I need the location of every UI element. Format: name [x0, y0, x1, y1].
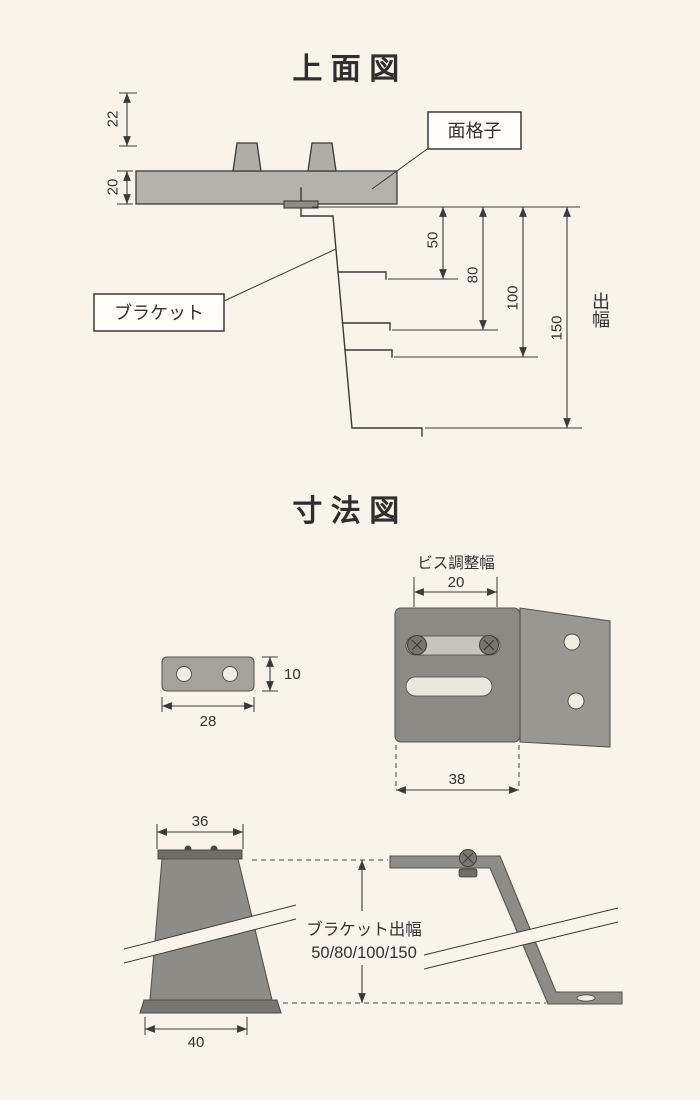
- dim-10: 10: [262, 656, 301, 692]
- bracket-projection-dim: ブラケット出幅 50/80/100/150: [252, 859, 546, 1004]
- grille-label-box: 面格子: [371, 111, 522, 190]
- screw-icon: [479, 635, 499, 655]
- bracket-outline: [300, 215, 423, 437]
- grille-section: [135, 142, 398, 205]
- plate-hole: [222, 666, 238, 682]
- bracket-leader-line: [223, 248, 337, 302]
- dim-20-value: 20: [448, 574, 465, 591]
- dim-22-value: 22: [105, 111, 122, 128]
- mount-hole: [563, 633, 581, 651]
- grille-post: [232, 142, 262, 172]
- dim-22: 22: [105, 92, 137, 147]
- bracket-projection-values: 50/80/100/150: [311, 944, 417, 962]
- screw-adjust-label: ビス調整幅: [417, 554, 495, 572]
- bracket-label: ブラケット: [114, 302, 204, 323]
- l-bracket: [394, 607, 611, 748]
- clamp-detail: [283, 187, 319, 217]
- dim-50-value: 50: [425, 232, 442, 249]
- bracket-top-cap: [157, 849, 243, 860]
- dimension-drawing: ビス調整幅 20: [123, 554, 623, 1051]
- break-band: [124, 905, 296, 963]
- bracket-label-box: ブラケット: [93, 248, 337, 332]
- dim-150-value: 150: [549, 315, 566, 340]
- dim-80-value: 80: [465, 267, 482, 284]
- bracket-base: [139, 999, 282, 1014]
- dim-40-value: 40: [188, 1034, 205, 1051]
- l-bracket-side-face: [519, 607, 611, 748]
- bracket-side-view: [389, 849, 623, 1005]
- dim-38-value: 38: [449, 771, 466, 788]
- dimension-view-title: 寸法図: [292, 495, 408, 528]
- dim-40: 40: [144, 1017, 248, 1051]
- grille-post: [307, 142, 337, 172]
- bolt-icon: [458, 849, 478, 878]
- screw-adjust-dim: ビス調整幅 20: [413, 554, 498, 607]
- projection-dimensions: 50 80 100 150 出幅: [312, 206, 610, 429]
- lower-slot: [405, 676, 493, 697]
- dim-36-value: 36: [192, 813, 209, 830]
- break-band: [424, 908, 618, 969]
- dim-28: 28: [161, 697, 255, 730]
- dim-38: 38: [395, 745, 520, 794]
- dim-28-value: 28: [200, 713, 217, 730]
- plate-hole: [176, 666, 192, 682]
- grille-label: 面格子: [448, 121, 502, 141]
- projection-axis-label: 出幅: [590, 292, 610, 328]
- screw-icon: [407, 635, 427, 655]
- top-view-drawing: 22 20: [93, 92, 610, 437]
- dim-10-value: 10: [284, 666, 301, 683]
- spacer-plate: [161, 656, 255, 692]
- dim-36: 36: [156, 813, 244, 849]
- adjust-slot: [405, 635, 501, 656]
- mount-hole: [567, 692, 585, 710]
- bracket-z-profile: [389, 855, 623, 1005]
- foot-hole: [576, 994, 596, 1002]
- dim-20: 20: [105, 170, 133, 205]
- bracket-front-view: [123, 845, 297, 1014]
- dim-20-value: 20: [105, 179, 122, 196]
- bracket-projection-label: ブラケット出幅: [306, 919, 422, 939]
- grille-leader-line: [371, 146, 431, 190]
- grille-bar: [135, 170, 398, 205]
- top-view-title: 上面図: [292, 53, 408, 86]
- l-bracket-front-face: [394, 607, 521, 743]
- dim-100-value: 100: [505, 285, 522, 310]
